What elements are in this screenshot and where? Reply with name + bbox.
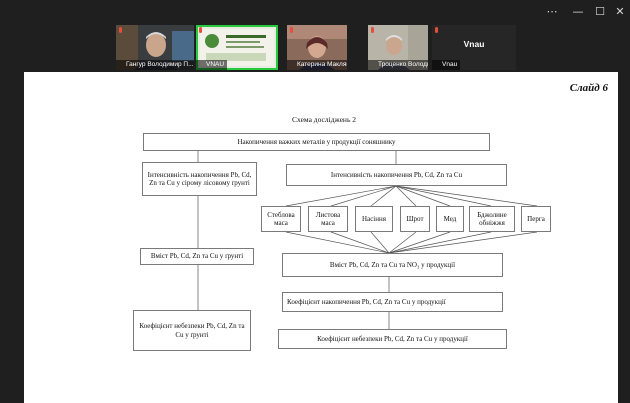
product-box: Перга	[521, 206, 551, 232]
product-box: Бджолине обніжжя	[469, 206, 515, 232]
participant-tile-active[interactable]: VNAU	[196, 25, 278, 70]
participant-name: Гангур Володимир П...	[116, 60, 194, 70]
slide-title: Схема досліджень 2	[292, 115, 356, 124]
mic-muted-icon	[371, 27, 374, 33]
product-box: Насіння	[355, 206, 393, 232]
right-intensity-box: Інтенсивність накопичення Pb, Cd, Zn та …	[286, 164, 507, 186]
mic-muted-icon	[199, 27, 202, 33]
soil-hazard-box: Коефіцієнт небезпеки Pb, Cd, Zn та Cu у …	[133, 310, 251, 351]
minimize-icon[interactable]: —	[572, 5, 584, 18]
accumulation-coef-box: Коефіцієнт накопичення Pb, Cd, Zn та Cu …	[282, 292, 503, 312]
top-box: Накопичення важких металів у продукції с…	[143, 133, 490, 151]
participant-tile[interactable]: Гангур Володимир П...	[116, 25, 194, 70]
mic-muted-icon	[290, 27, 293, 33]
product-box: Мед	[436, 206, 464, 232]
participant-tile[interactable]: Троценко Володимир	[368, 25, 428, 70]
soil-content-box: Вміст Pb, Cd, Zn та Cu у ґрунті	[140, 248, 254, 265]
left-intensity-box: Інтенсивність накопичення Pb, Cd, Zn та …	[142, 162, 257, 196]
participant-video	[196, 25, 278, 70]
mic-muted-icon	[119, 27, 122, 33]
product-box: Листова маса	[308, 206, 348, 232]
maximize-icon[interactable]: ☐	[595, 5, 605, 18]
menu-icon[interactable]: ⋯	[546, 5, 558, 18]
product-box: Шрот	[400, 206, 430, 232]
close-icon[interactable]: ✕	[615, 5, 625, 18]
participant-name: Vnau	[432, 60, 461, 70]
product-hazard-box: Коефіцієнт небезпеки Pb, Cd, Zn та Cu у …	[278, 329, 507, 349]
fan-in-lines	[285, 231, 538, 254]
slide-number: Слайд 6	[569, 82, 608, 94]
product-box: Стеблова маса	[261, 206, 301, 232]
diagram-connectors	[197, 151, 538, 329]
participant-name: Катерина Макляк	[287, 60, 347, 70]
shared-slide: Слайд 6 Схема досліджень 2	[24, 72, 618, 403]
participant-name: VNAU	[196, 60, 228, 70]
fan-out-lines	[285, 185, 538, 207]
participant-display-name: Vnau	[463, 39, 485, 49]
participant-tile[interactable]: Катерина Макляк	[287, 25, 347, 70]
product-content-box: Вміст Pb, Cd, Zn та Cu та NO₃ у продукці…	[282, 253, 503, 277]
participant-name: Троценко Володимир	[368, 60, 428, 70]
mic-muted-icon	[435, 27, 438, 33]
participant-tile[interactable]: Vnau Vnau	[432, 25, 516, 70]
